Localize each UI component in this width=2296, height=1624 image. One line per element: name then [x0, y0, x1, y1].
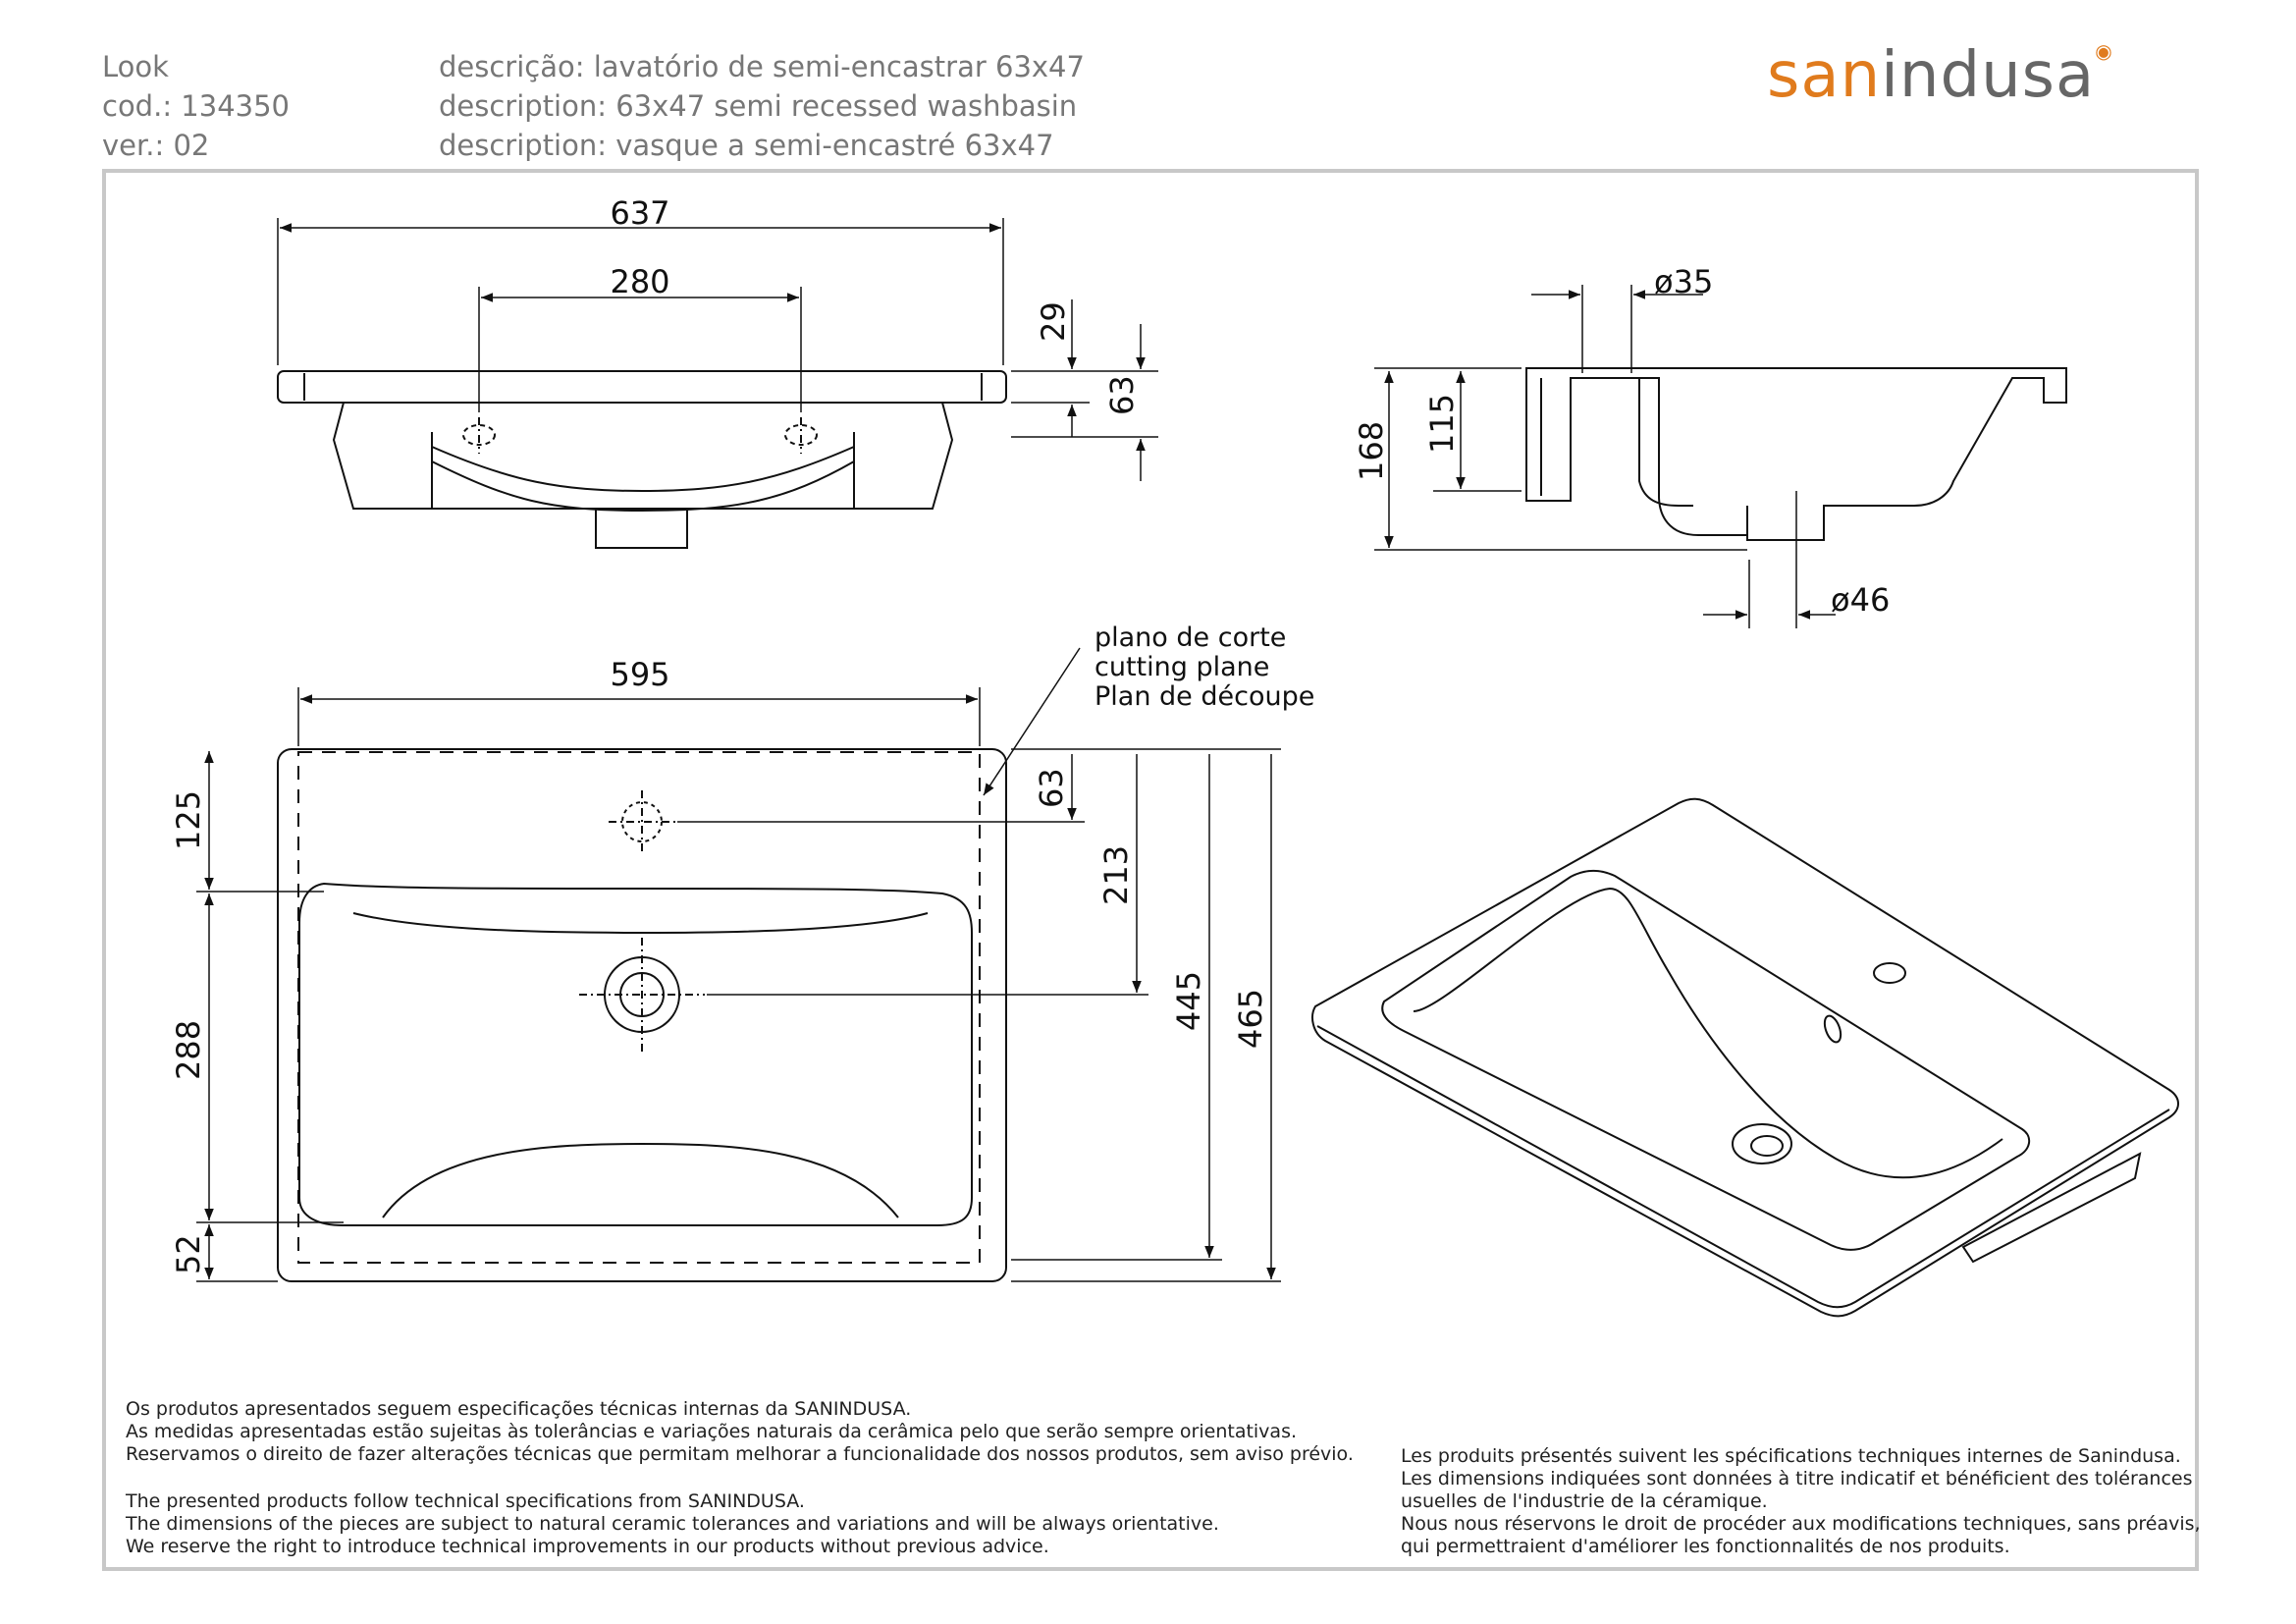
dim-overall-width: 637 — [610, 194, 669, 232]
dim-top-margin: 125 — [170, 790, 207, 850]
perspective-view — [1311, 797, 2179, 1318]
disclaimer-fr: Les produits présentés suivent les spéci… — [1401, 1445, 2201, 1557]
dim-bowl-depth: 115 — [1423, 394, 1461, 454]
disclaimer-en: The presented products follow technical … — [126, 1490, 1219, 1557]
plan-view — [277, 748, 1007, 1282]
product-info: Look cod.: 134350 ver.: 02 — [102, 47, 290, 165]
dim-front-height: 63 — [1103, 375, 1141, 415]
front-view — [277, 370, 1007, 549]
section-view — [1525, 367, 2067, 541]
front-view-dimensions — [277, 218, 1158, 481]
dim-tap-spacing: 280 — [610, 263, 669, 300]
product-version: ver.: 02 — [102, 129, 210, 162]
dim-overall-depth: 465 — [1232, 989, 1269, 1049]
cutting-plane-fr: Plan de découpe — [1095, 681, 1314, 712]
dimension-labels: 637 280 29 63 ø35 168 115 ø46 595 125 28… — [170, 194, 1890, 1274]
plan-view-dimensions — [196, 647, 1281, 1282]
dim-tap-hole: ø35 — [1654, 263, 1713, 300]
dim-cut-width: 595 — [610, 656, 669, 693]
dim-waste-offset: 213 — [1097, 845, 1135, 905]
description-pt: descrição: lavatório de semi-encastrar 6… — [439, 50, 1085, 83]
logo-mark-icon: ◉ — [2095, 39, 2113, 63]
dim-rim: 29 — [1035, 301, 1072, 342]
dim-bowl-length: 288 — [170, 1020, 207, 1080]
cutting-plane-en: cutting plane — [1095, 652, 1269, 682]
product-name: Look — [102, 50, 169, 83]
product-descriptions: descrição: lavatório de semi-encastrar 6… — [439, 47, 1085, 165]
dim-cut-depth: 445 — [1170, 971, 1207, 1031]
dim-tap-offset: 63 — [1033, 768, 1070, 808]
product-code: cod.: 134350 — [102, 89, 291, 123]
dim-waste: ø46 — [1831, 581, 1890, 619]
description-en: description: 63x47 semi recessed washbas… — [439, 89, 1078, 123]
disclaimer-pt: Os produtos apresentados seguem especifi… — [126, 1398, 1354, 1465]
dim-bottom-margin: 52 — [170, 1234, 207, 1274]
section-view-dimensions — [1374, 285, 1836, 628]
drawing-frame — [102, 169, 2199, 1571]
description-fr: description: vasque a semi-encastré 63x4… — [439, 129, 1054, 162]
cutting-plane-pt: plano de corte — [1095, 623, 1286, 653]
dim-total-height: 168 — [1353, 421, 1390, 481]
sanindusa-logo: sanindusa◉ — [1767, 39, 2113, 112]
